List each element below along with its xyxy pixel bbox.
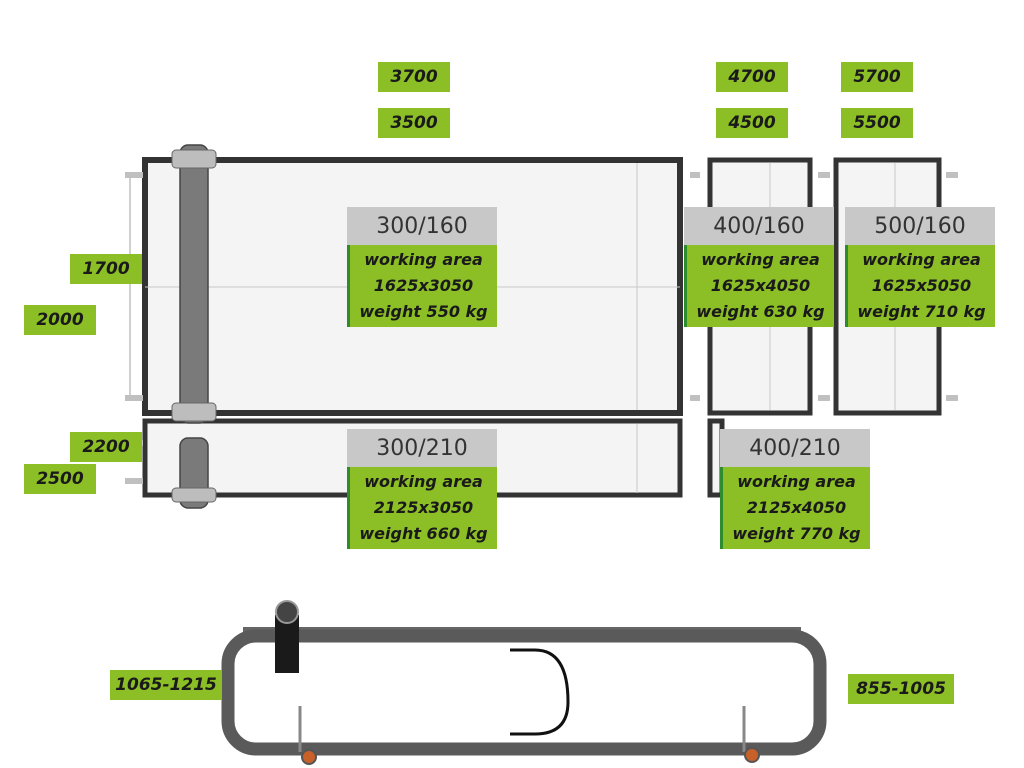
working-area-label: working area <box>364 250 483 269</box>
model-name: 300/210 <box>347 429 497 467</box>
model-name: 300/160 <box>347 207 497 245</box>
working-area-label: working area <box>737 472 856 491</box>
dim-3700: 3700 <box>378 62 450 92</box>
weight-value: weight 660 kg <box>359 524 488 543</box>
model-card-400-160: 400/160 working area 1625x4050 weight 63… <box>684 207 834 327</box>
model-card-300-160: 300/160 working area 1625x3050 weight 55… <box>347 207 497 327</box>
dim-height-right: 855-1005 <box>848 674 954 704</box>
working-area-value: 1625x5050 <box>871 276 972 295</box>
model-name: 400/160 <box>684 207 834 245</box>
dim-1700: 1700 <box>70 254 142 284</box>
weight-value: weight 710 kg <box>857 302 986 321</box>
model-specs: working area 2125x3050 weight 660 kg <box>347 467 497 549</box>
model-card-300-210: 300/210 working area 2125x3050 weight 66… <box>347 429 497 549</box>
model-specs: working area 1625x4050 weight 630 kg <box>684 245 834 327</box>
weight-value: weight 630 kg <box>696 302 825 321</box>
dim-3500: 3500 <box>378 108 450 138</box>
dim-2500: 2500 <box>24 464 96 494</box>
dim-2200: 2200 <box>70 432 142 462</box>
dim-height-left: 1065-1215 <box>110 670 222 700</box>
model-card-500-160: 500/160 working area 1625x5050 weight 71… <box>845 207 995 327</box>
weight-value: weight 770 kg <box>732 524 861 543</box>
working-area-label: working area <box>364 472 483 491</box>
weight-value: weight 550 kg <box>359 302 488 321</box>
working-area-value: 1625x3050 <box>373 276 474 295</box>
dim-4500: 4500 <box>716 108 788 138</box>
dim-5500: 5500 <box>841 108 913 138</box>
model-name: 400/210 <box>720 429 870 467</box>
gantry <box>171 144 217 509</box>
working-area-value: 2125x3050 <box>373 498 474 517</box>
model-specs: working area 1625x3050 weight 550 kg <box>347 245 497 327</box>
model-specs: working area 1625x5050 weight 710 kg <box>845 245 995 327</box>
working-area-label: working area <box>701 250 820 269</box>
working-area-value: 2125x4050 <box>746 498 847 517</box>
side-view-table <box>221 600 827 765</box>
dim-5700: 5700 <box>841 62 913 92</box>
dim-2000: 2000 <box>24 305 96 335</box>
dim-4700: 4700 <box>716 62 788 92</box>
model-specs: working area 2125x4050 weight 770 kg <box>720 467 870 549</box>
working-area-label: working area <box>862 250 981 269</box>
model-name: 500/160 <box>845 207 995 245</box>
model-card-400-210: 400/210 working area 2125x4050 weight 77… <box>720 429 870 549</box>
working-area-value: 1625x4050 <box>710 276 811 295</box>
